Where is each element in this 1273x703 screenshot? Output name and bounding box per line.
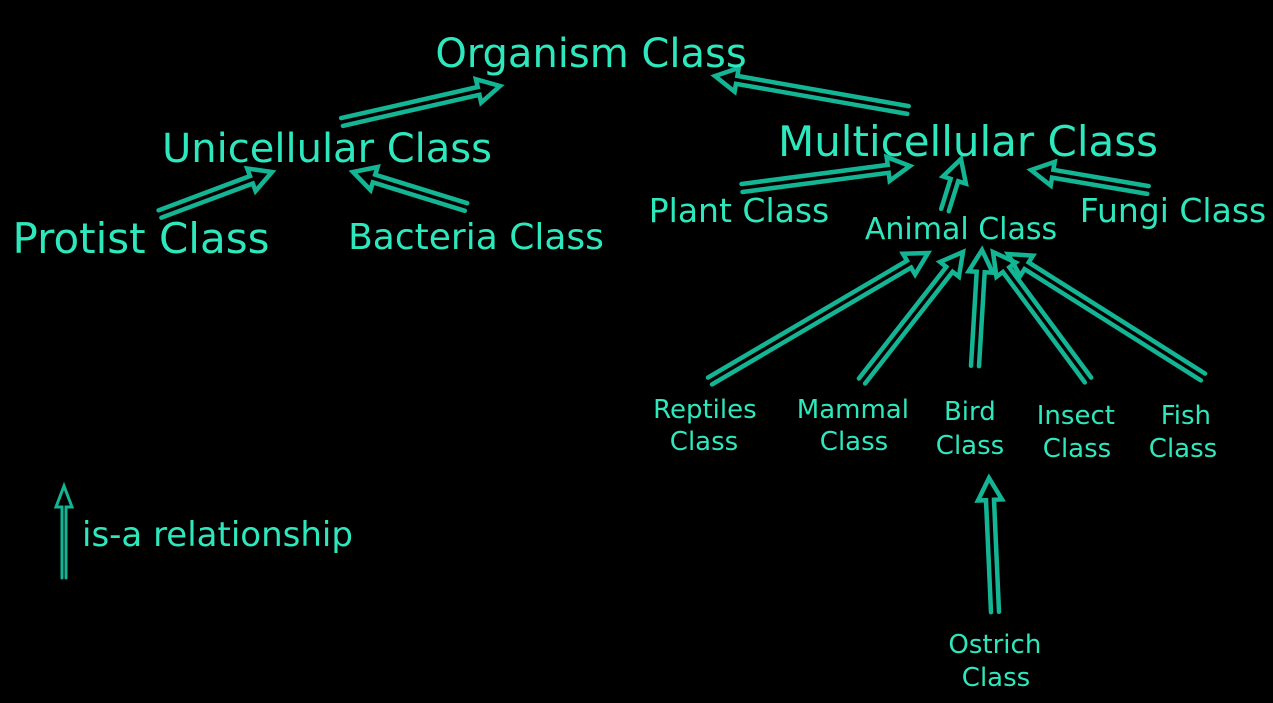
arrow-fungi-to-multicellular [1026, 158, 1151, 197]
node-plant-class: Plant Class [649, 191, 829, 230]
node-mammal-line-1: Mammal [797, 395, 909, 425]
arrow-ostrich-to-bird [974, 473, 1006, 615]
node-mammal-class: Mammal Class [797, 395, 917, 457]
node-insect-class: Insect Class [1037, 401, 1123, 464]
node-insect-line-1: Insect [1037, 401, 1115, 431]
node-protist-class: Protist Class [13, 214, 270, 263]
arrow-multicellular-to-organism [710, 64, 911, 117]
node-organism-class: Organism Class [435, 31, 746, 77]
node-reptiles-class: Reptiles Class [653, 395, 765, 457]
arrow-unicellular-to-organism [338, 76, 505, 129]
arrow-animal-to-multicellular [938, 154, 969, 214]
arrow-insect-to-animal [990, 248, 1094, 385]
node-fish-class: Fish Class [1149, 401, 1219, 464]
node-multicellular-class: Multicellular Class [778, 117, 1158, 166]
node-bird-line-2: Class [936, 431, 1004, 461]
node-fish-line-2: Class [1149, 434, 1217, 464]
arrow-bird-to-animal [964, 245, 997, 369]
arrow-mammal-to-animal [856, 248, 966, 386]
node-reptiles-line-2: Class [670, 427, 738, 457]
hollow-up-arrow-icon [53, 481, 75, 580]
node-ostrich-line-1: Ostrich [948, 630, 1041, 660]
legend-label: is-a relationship [82, 515, 353, 555]
node-fish-line-1: Fish [1161, 401, 1211, 431]
node-ostrich-line-2: Class [962, 663, 1030, 693]
relationship-arrows [156, 64, 1208, 615]
node-fungi-class: Fungi Class [1080, 191, 1266, 230]
arrow-protist-to-unicellular [156, 165, 277, 220]
node-bacteria-class: Bacteria Class [348, 217, 604, 258]
node-reptiles-line-1: Reptiles [653, 395, 757, 425]
class-labels: Organism Class Unicellular Class Multice… [13, 31, 1267, 693]
arrow-fish-to-animal [1004, 251, 1208, 383]
node-insect-line-2: Class [1043, 434, 1111, 464]
arrow-plant-to-multicellular [739, 153, 915, 195]
node-mammal-line-2: Class [820, 427, 888, 457]
node-bird-line-1: Bird [944, 397, 996, 427]
arrow-bacteria-to-unicellular [348, 164, 470, 214]
node-ostrich-class: Ostrich Class [948, 630, 1049, 693]
node-bird-class: Bird Class [936, 397, 1004, 461]
legend: is-a relationship [53, 481, 353, 580]
node-unicellular-class: Unicellular Class [162, 126, 492, 172]
arrow-reptiles-to-animal [705, 250, 933, 387]
node-animal-class: Animal Class [865, 212, 1057, 247]
